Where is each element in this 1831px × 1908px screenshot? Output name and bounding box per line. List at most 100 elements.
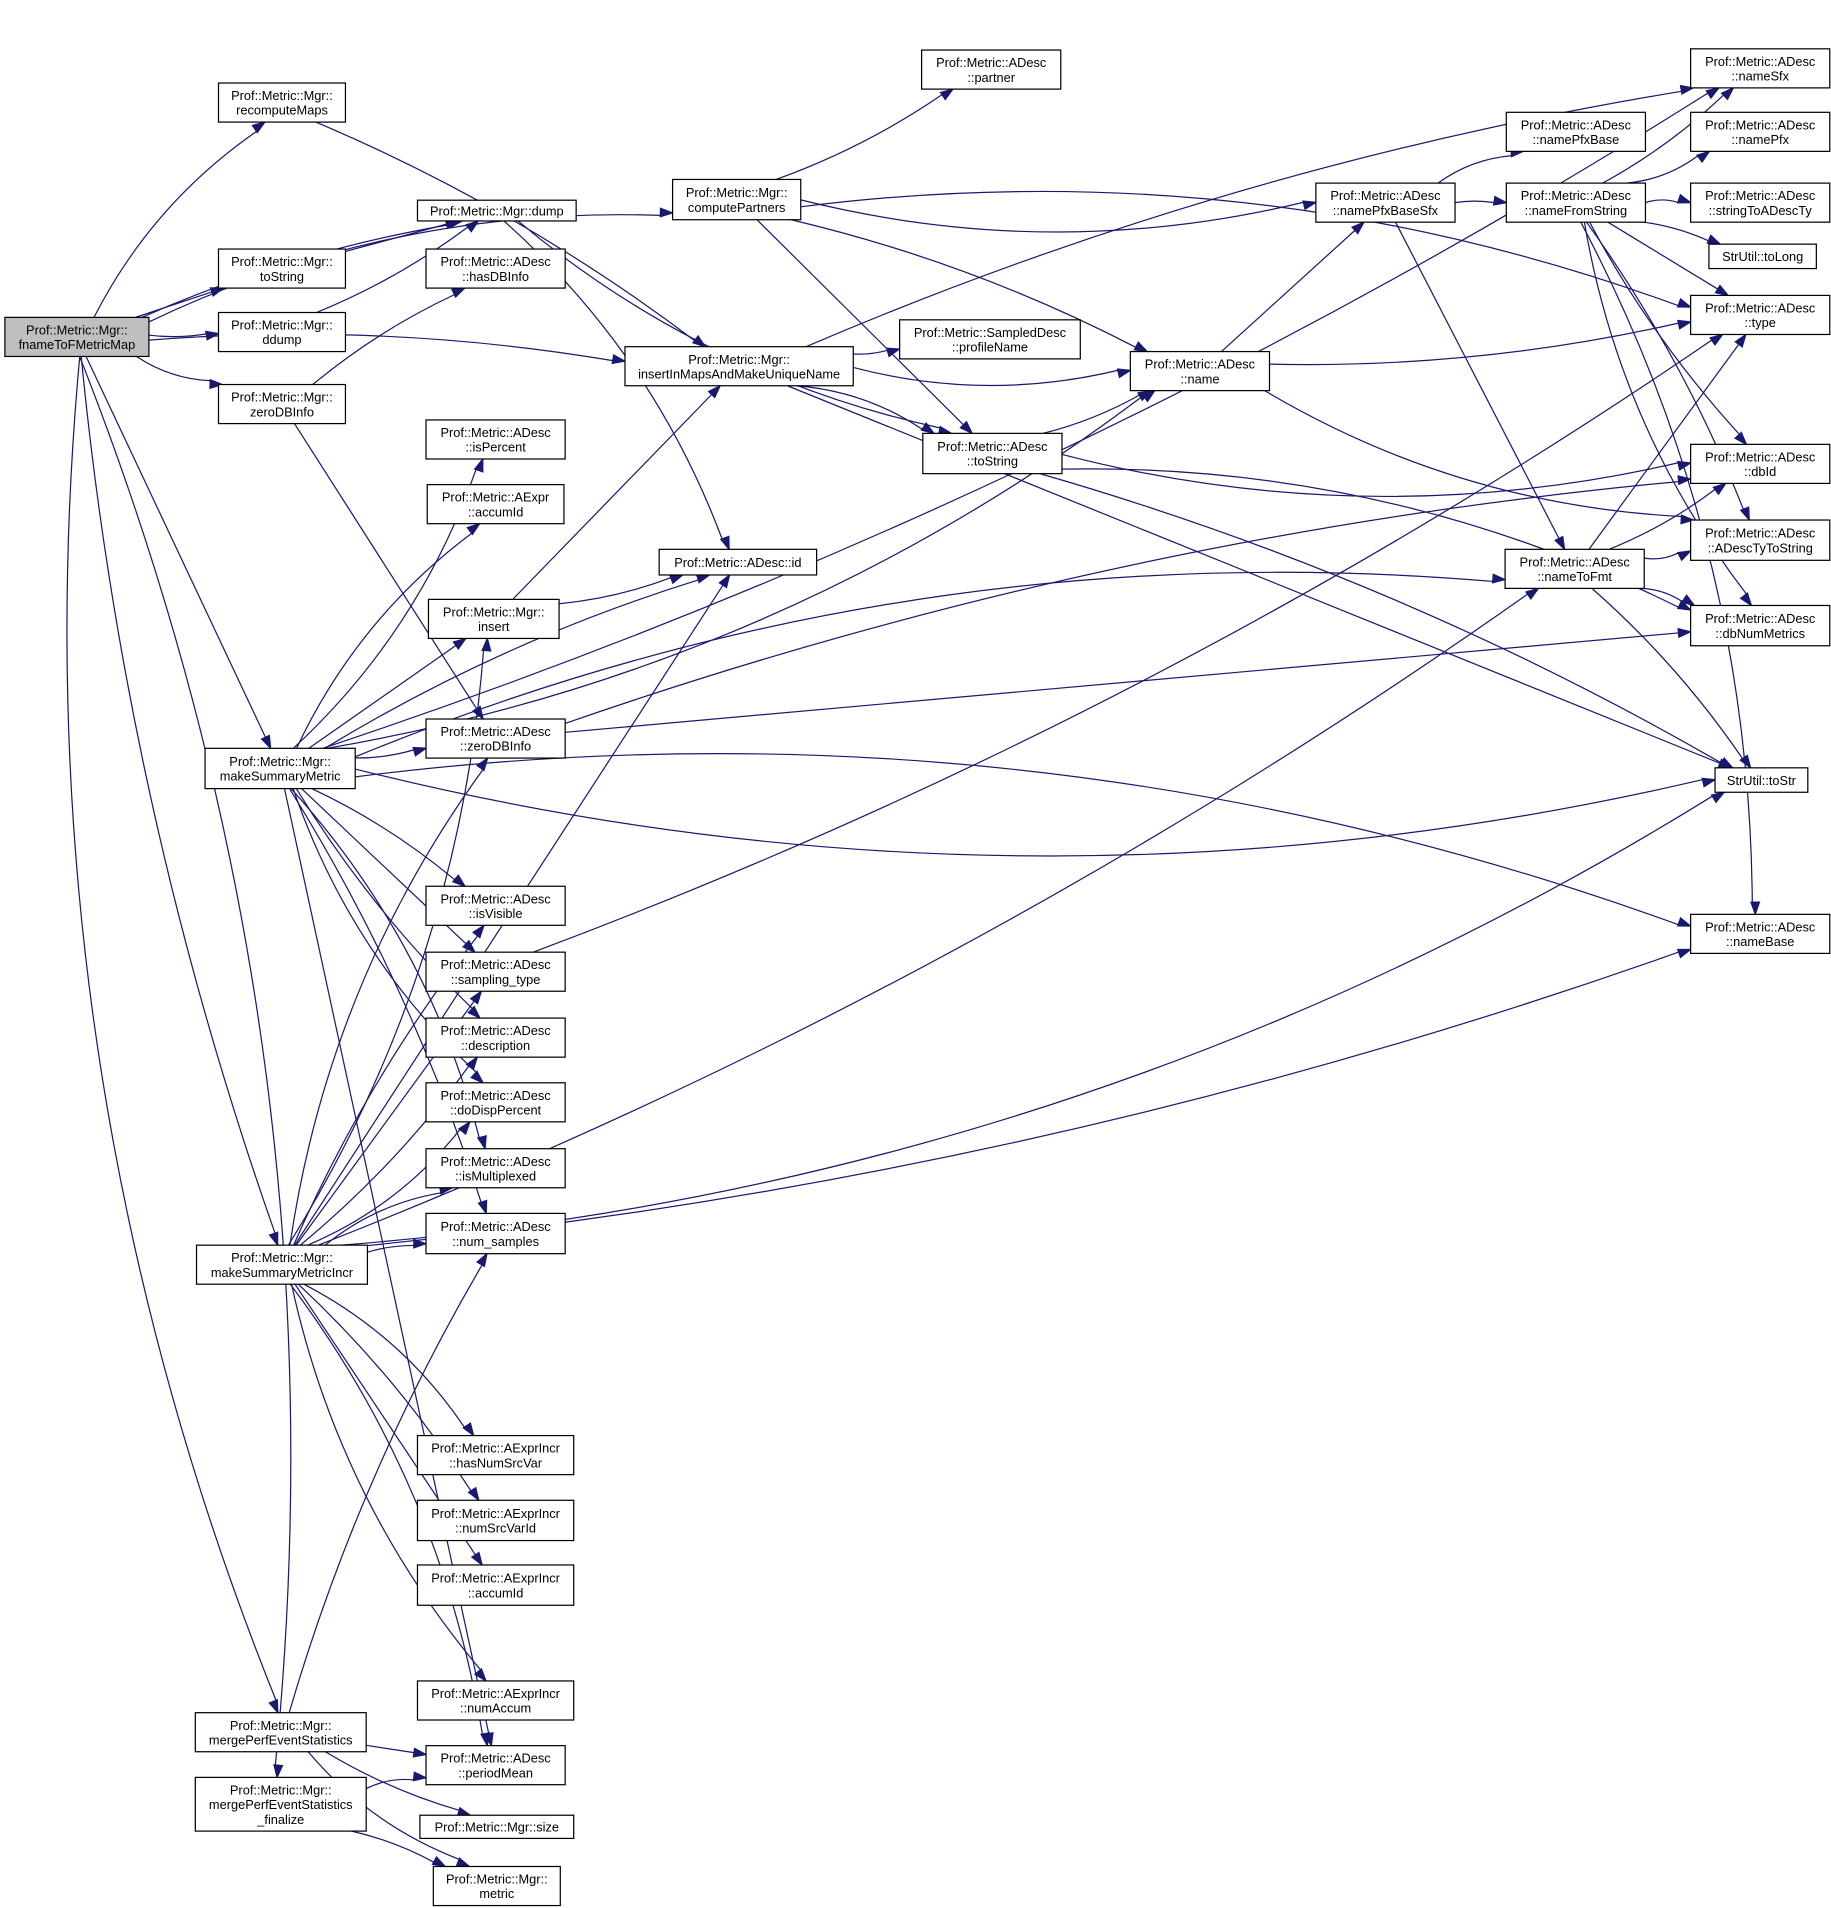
node-box[interactable] <box>4 316 150 358</box>
node-label: insertInMapsAndMakeUniqueName <box>638 366 840 381</box>
node-box[interactable] <box>1690 443 1831 485</box>
node-box[interactable] <box>1714 767 1809 793</box>
node-description[interactable]: Prof::Metric::ADesc::description <box>425 1017 566 1058</box>
node-box[interactable] <box>416 1499 575 1542</box>
node-numSrcVarId[interactable]: Prof::Metric::AExprIncr::numSrcVarId <box>416 1499 575 1542</box>
node-box[interactable] <box>416 1680 575 1721</box>
node-ddump[interactable]: Prof::Metric::Mgr::ddump <box>217 311 347 353</box>
node-numAccum[interactable]: Prof::Metric::AExprIncr::numAccum <box>416 1680 575 1721</box>
node-box[interactable] <box>194 1712 367 1753</box>
node-mergePerf[interactable]: Prof::Metric::Mgr::mergePerfEventStatist… <box>194 1712 367 1753</box>
node-box[interactable] <box>217 311 347 353</box>
node-namePfxBase[interactable]: Prof::Metric::ADesc::namePfxBase <box>1505 111 1647 152</box>
node-namePfx[interactable]: Prof::Metric::ADesc::namePfx <box>1690 111 1831 152</box>
node-toLong[interactable]: StrUtil::toLong <box>1708 243 1817 270</box>
node-box[interactable] <box>416 1434 575 1476</box>
node-box[interactable] <box>425 1017 566 1058</box>
node-box[interactable] <box>425 1745 566 1786</box>
node-box[interactable] <box>1690 182 1831 223</box>
node-namePfxBaseSfx[interactable]: Prof::Metric::ADesc::namePfxBaseSfx <box>1315 182 1456 223</box>
node-nameSfx[interactable]: Prof::Metric::ADesc::nameSfx <box>1690 48 1831 89</box>
node-incrAccumId[interactable]: Prof::Metric::AExprIncr::accumId <box>416 1564 575 1606</box>
node-box[interactable] <box>624 346 854 387</box>
node-box[interactable] <box>1690 111 1831 152</box>
node-mgrToString[interactable]: Prof::Metric::Mgr::toString <box>217 248 347 289</box>
node-box[interactable] <box>194 1776 367 1832</box>
node-hasDBInfo[interactable]: Prof::Metric::ADesc::hasDBInfo <box>425 248 566 289</box>
node-box[interactable] <box>217 248 347 289</box>
node-box[interactable] <box>658 548 818 576</box>
node-ADescTyToString[interactable]: Prof::Metric::ADesc::ADescTyToString <box>1690 519 1831 561</box>
node-box[interactable] <box>1690 913 1831 954</box>
node-numSamples[interactable]: Prof::Metric::ADesc::num_samples <box>425 1212 566 1255</box>
node-root[interactable]: Prof::Metric::Mgr::fnameToFMetricMap <box>4 316 150 358</box>
node-partner[interactable]: Prof::Metric::ADesc::partner <box>920 49 1062 90</box>
node-box[interactable] <box>920 49 1062 90</box>
node-mgrDump[interactable]: Prof::Metric::Mgr::dump <box>416 199 577 222</box>
node-mgrSize[interactable]: Prof::Metric::Mgr::size <box>419 1814 575 1840</box>
node-stringToADescTy[interactable]: Prof::Metric::ADesc::stringToADescTy <box>1690 182 1831 223</box>
node-adescToString[interactable]: Prof::Metric::ADesc::toString <box>922 432 1063 475</box>
node-recomputeMaps[interactable]: Prof::Metric::Mgr::recomputeMaps <box>217 82 347 123</box>
node-mgrMetric[interactable]: Prof::Metric::Mgr::metric <box>432 1865 561 1907</box>
node-box[interactable] <box>204 747 356 790</box>
node-box[interactable] <box>427 598 560 640</box>
node-nameBase[interactable]: Prof::Metric::ADesc::nameBase <box>1690 913 1831 954</box>
node-adescZeroDBInfo[interactable]: Prof::Metric::ADesc::zeroDBInfo <box>425 718 566 759</box>
node-doDispPercent[interactable]: Prof::Metric::ADesc::doDispPercent <box>425 1082 566 1123</box>
node-periodMean[interactable]: Prof::Metric::ADesc::periodMean <box>425 1745 566 1786</box>
node-box[interactable] <box>416 1564 575 1606</box>
node-box[interactable] <box>1690 604 1831 647</box>
node-nameToFmt[interactable]: Prof::Metric::ADesc::nameToFmt <box>1504 548 1645 590</box>
node-makeSummaryMetric[interactable]: Prof::Metric::Mgr::makeSummaryMetric <box>204 747 356 790</box>
node-profileName[interactable]: Prof::Metric::SampledDesc::profileName <box>899 319 1081 360</box>
node-mgrZeroDBInfo[interactable]: Prof::Metric::Mgr::zeroDBInfo <box>217 383 347 425</box>
node-box[interactable] <box>195 1244 369 1285</box>
node-box[interactable] <box>1315 182 1456 223</box>
node-box[interactable] <box>1504 548 1645 590</box>
node-box[interactable] <box>425 1082 566 1123</box>
node-box[interactable] <box>671 178 802 221</box>
node-computePartners[interactable]: Prof::Metric::Mgr::computePartners <box>671 178 802 221</box>
node-mgrInsert[interactable]: Prof::Metric::Mgr::insert <box>427 598 560 640</box>
node-toStr[interactable]: StrUtil::toStr <box>1714 767 1809 793</box>
node-box[interactable] <box>425 951 566 992</box>
node-box[interactable] <box>425 419 566 460</box>
node-box[interactable] <box>1505 111 1647 152</box>
node-box[interactable] <box>217 383 347 425</box>
node-box[interactable] <box>217 82 347 123</box>
node-box[interactable] <box>425 1212 566 1255</box>
node-box[interactable] <box>432 1865 561 1907</box>
node-hasNumSrcVar[interactable]: Prof::Metric::AExprIncr::hasNumSrcVar <box>416 1434 575 1476</box>
node-adescName[interactable]: Prof::Metric::ADesc::name <box>1129 350 1271 392</box>
node-insertInMaps[interactable]: Prof::Metric::Mgr::insertInMapsAndMakeUn… <box>624 346 854 387</box>
node-box[interactable] <box>425 718 566 759</box>
node-dbId[interactable]: Prof::Metric::ADesc::dbId <box>1690 443 1831 485</box>
node-makeSummaryMetricIncr[interactable]: Prof::Metric::Mgr::makeSummaryMetricIncr <box>195 1244 369 1285</box>
node-dbNumMetrics[interactable]: Prof::Metric::ADesc::dbNumMetrics <box>1690 604 1831 647</box>
arrowhead-icon <box>465 219 480 233</box>
node-box[interactable] <box>922 432 1063 475</box>
node-box[interactable] <box>1690 48 1831 89</box>
node-box[interactable] <box>1690 519 1831 561</box>
node-box[interactable] <box>419 1814 575 1840</box>
node-box[interactable] <box>899 319 1081 360</box>
node-aexprAccumId[interactable]: Prof::Metric::AExpr::accumId <box>426 484 565 525</box>
node-samplingType[interactable]: Prof::Metric::ADesc::sampling_type <box>425 951 566 992</box>
node-box[interactable] <box>425 248 566 289</box>
node-box[interactable] <box>1505 182 1647 223</box>
node-box[interactable] <box>416 199 577 222</box>
node-box[interactable] <box>425 885 566 926</box>
node-box[interactable] <box>426 484 565 525</box>
node-nameFromString[interactable]: Prof::Metric::ADesc::nameFromString <box>1505 182 1647 223</box>
node-type[interactable]: Prof::Metric::ADesc::type <box>1690 294 1831 336</box>
node-isMultiplexed[interactable]: Prof::Metric::ADesc::isMultiplexed <box>425 1148 566 1189</box>
node-box[interactable] <box>1690 294 1831 336</box>
node-box[interactable] <box>1129 350 1271 392</box>
node-box[interactable] <box>425 1148 566 1189</box>
node-isVisible[interactable]: Prof::Metric::ADesc::isVisible <box>425 885 566 926</box>
node-isPercent[interactable]: Prof::Metric::ADesc::isPercent <box>425 419 566 460</box>
node-box[interactable] <box>1708 243 1817 270</box>
node-adescId[interactable]: Prof::Metric::ADesc::id <box>658 548 818 576</box>
node-mergePerfFinalize[interactable]: Prof::Metric::Mgr::mergePerfEventStatist… <box>194 1776 367 1832</box>
